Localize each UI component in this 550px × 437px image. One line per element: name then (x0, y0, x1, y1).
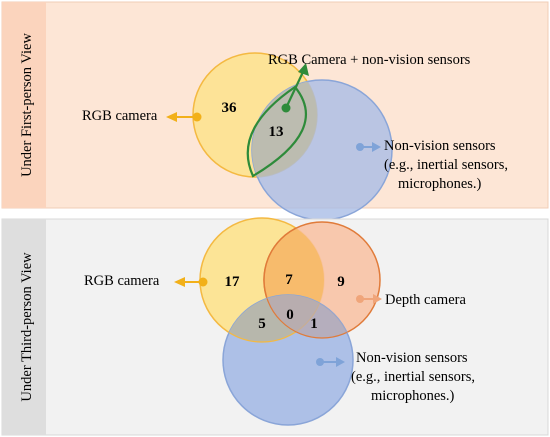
top-label-rgb: RGB camera (82, 108, 158, 124)
top-count-rgb-and-nonvision: 13 (269, 124, 284, 140)
bottom-count-all-three: 0 (286, 307, 294, 323)
bottom-count-rgb-and-nonvision: 5 (258, 316, 266, 332)
bottom-rgb-arrow (174, 277, 208, 287)
top-combo-arrow (281, 63, 309, 113)
bottom-label-nonvision-1: Non-vision sensors (356, 350, 468, 366)
top-panel-side-strip (2, 2, 46, 208)
bottom-panel-side-label: Under Third-person View (19, 252, 35, 402)
top-label-nonvision-1: Non-vision sensors (384, 138, 496, 154)
bottom-depth-arrow (356, 294, 382, 304)
bottom-label-nonvision-2: (e.g., inertial sensors, (351, 369, 475, 385)
bottom-count-depth-and-nonvision: 1 (310, 316, 318, 332)
top-panel: Under First-person View 36 13 RGB (1, 1, 549, 221)
top-nonvision-arrow (356, 142, 381, 152)
top-label-nonvision-3: microphones.) (398, 176, 482, 192)
bottom-nonvision-arrow (316, 357, 345, 367)
bottom-panel-side-strip (2, 219, 46, 435)
bottom-label-depth: Depth camera (385, 292, 466, 308)
bottom-label-rgb: RGB camera (84, 273, 160, 289)
top-count-rgb-only: 36 (222, 100, 238, 116)
top-label-combo: RGB Camera + non-vision sensors (268, 52, 471, 68)
bottom-label-nonvision-3: microphones.) (371, 388, 455, 404)
bottom-count-depth-only: 9 (337, 274, 345, 290)
bottom-count-rgb-only: 17 (225, 274, 241, 290)
bottom-count-rgb-and-depth: 7 (285, 272, 293, 288)
top-panel-side-label: Under First-person View (19, 33, 35, 177)
top-overlap-shade (252, 80, 317, 177)
top-rgb-arrow (166, 112, 202, 122)
bottom-panel: Under Third-person View 17 7 9 (1, 217, 549, 436)
top-label-nonvision-2: (e.g., inertial sensors, (384, 157, 508, 173)
top-overlap-lens-outline (246, 85, 307, 178)
